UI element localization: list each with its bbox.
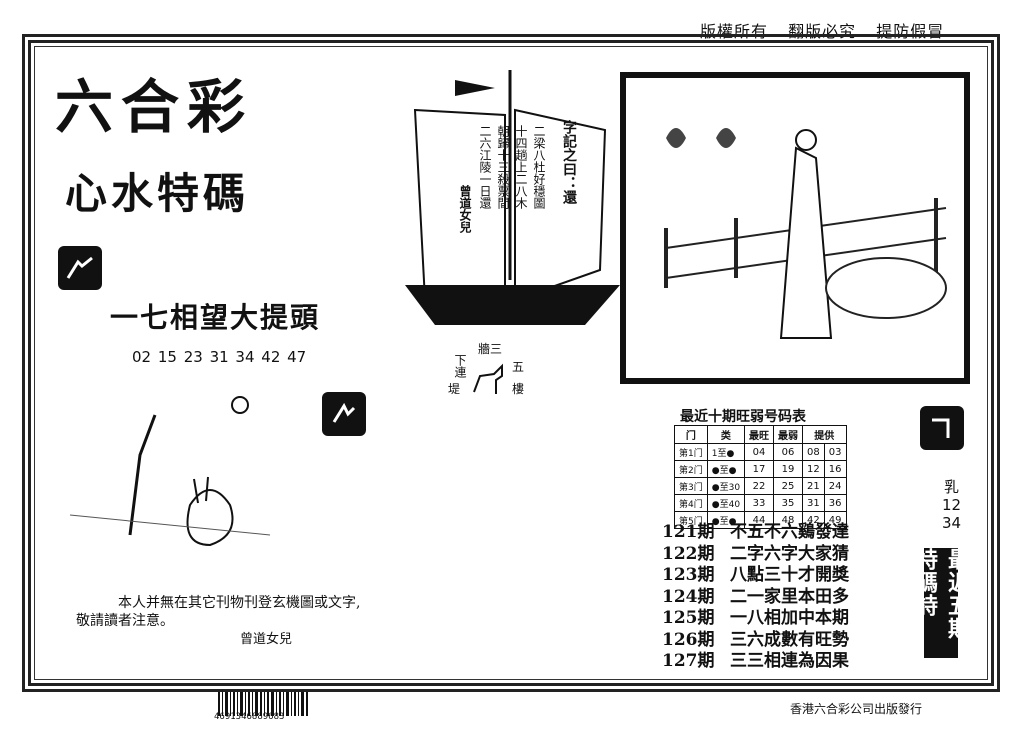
hot-cell: 33 (744, 494, 775, 512)
prediction-row: 127期三三相連為因果 (662, 651, 849, 673)
table-row: 第3门 ●至30 22 25 21 24 (674, 477, 847, 495)
outer-border (22, 34, 1000, 692)
ship-illustration (405, 70, 620, 325)
range-cell: ●至● (706, 511, 746, 529)
horse-caption-bl: 堤 (448, 382, 461, 396)
table-row: 第1门 1至● 04 06 08 03 (674, 443, 847, 461)
door-cell: 第3门 (674, 477, 708, 495)
col-pick: 提供 (802, 425, 847, 444)
hot-cell: 17 (744, 460, 775, 478)
poem-signature: 曾道女兒 (458, 185, 472, 233)
poem-line: 二梁八杜好穩圖 (532, 125, 546, 209)
table-title: 最近十期旺弱号码表 (680, 409, 806, 425)
pick-cell: 24 (823, 477, 847, 495)
rabbit-illustration (70, 396, 271, 547)
door-cell: 第4门 (674, 494, 708, 512)
period-label: 123期 (662, 565, 715, 585)
prediction-row: 125期一八相加中本期 (662, 608, 849, 630)
barcode-graphic (218, 692, 308, 716)
side-code-num: 34 (942, 514, 962, 532)
poem-line: 二六江陵一日還 (478, 125, 492, 209)
prediction-row: 126期三六成數有旺勢 (662, 630, 849, 652)
hand-icon (920, 406, 964, 450)
side-code: 乳 12 34 (942, 478, 961, 532)
prediction-text: 二一家里本田多 (730, 586, 849, 607)
prediction-text: 不五不六鷄發達 (730, 522, 849, 542)
horse-caption-left: 下連 (453, 354, 467, 378)
table-row: 第4门 ●至40 33 35 31 36 (674, 494, 847, 512)
side-code-top: 乳 (944, 478, 960, 496)
horse-icon (473, 363, 503, 394)
hand-icon (58, 246, 102, 290)
col-type: 类 (706, 425, 746, 444)
pick-cell: 36 (823, 494, 847, 512)
table-header-row: 门 类 最旺 最弱 提供 (674, 425, 847, 444)
prediction-row: 123期八點三十才開獎 (662, 565, 849, 587)
range-cell: 1至● (706, 443, 746, 461)
prediction-text: 一八相加中本期 (730, 608, 849, 628)
pick-cell: 31 (802, 494, 825, 512)
poem-panel: 字記之曰：還 二梁八杜好穩圖 十四趟上二八木 朝歸十三殺票間 二六江陵一日還 曾… (455, 115, 577, 265)
range-cell: ●至● (706, 460, 746, 478)
period-label: 126期 (662, 629, 715, 650)
door-cell: 第2门 (674, 460, 708, 478)
author-signature: 曾道女兒 (240, 632, 293, 647)
cold-cell: 48 (773, 511, 804, 529)
table-row: 第5门 ●至● 44 48 42 49 (674, 511, 847, 529)
sub-title: 心水特碼 (65, 169, 250, 218)
prediction-list: 121期不五不六鷄發達 122期二字六字大家猜 123期八點三十才開獎 124期… (662, 522, 849, 673)
poem-line: 十四趟上二八木 (514, 125, 528, 209)
poem-line: 朝歸十三殺票間 (496, 125, 510, 209)
pick-cell: 49 (823, 511, 847, 529)
hot-cell: 22 (744, 477, 775, 495)
pick-cell: 21 (802, 477, 825, 495)
prediction-row: 124期二一家里本田多 (662, 587, 849, 609)
cold-cell: 25 (773, 477, 804, 495)
range-cell: ●至30 (706, 477, 746, 495)
hand-icon (322, 392, 366, 436)
prediction-row: 121期不五不六鷄發達 (662, 522, 849, 544)
pick-cell: 08 (802, 443, 825, 461)
pick-cell: 12 (802, 460, 825, 478)
cold-cell: 06 (773, 443, 804, 461)
table-row: 第2门 ●至● 17 19 12 16 (674, 460, 847, 478)
prediction-text: 三三相連為因果 (730, 651, 849, 671)
cold-cell: 35 (773, 494, 804, 512)
horse-caption-br: 樓 (512, 382, 525, 396)
lady-illustration (620, 72, 970, 384)
side-vertical-title: 最近五期特碼詩 (912, 548, 970, 658)
col-hot: 最旺 (744, 425, 775, 444)
horse-caption-top: 牆三 (478, 342, 503, 356)
prediction-text: 二字六字大家猜 (730, 543, 849, 564)
pick-cell: 03 (823, 443, 847, 461)
inner-border (34, 46, 988, 680)
door-cell: 第1门 (674, 443, 708, 461)
number-list: 02 15 23 31 34 42 47 (132, 348, 307, 366)
headline-riddle: 一七相望大提頭 (110, 301, 321, 334)
notice-text: 本人并無在其它刊物刊登玄機圖或文字, 敬請讀者注意。 (76, 594, 360, 630)
poem-title: 字記之曰：還 (561, 120, 577, 204)
prediction-text: 三六成數有旺勢 (730, 629, 849, 650)
cold-cell: 19 (773, 460, 804, 478)
main-title: 六合彩 (55, 73, 254, 141)
period-label: 122期 (662, 543, 715, 564)
col-door: 门 (674, 425, 708, 444)
period-label: 127期 (662, 651, 715, 671)
period-label: 121期 (662, 522, 715, 542)
range-cell: ●至40 (706, 494, 746, 512)
col-cold: 最弱 (773, 425, 804, 444)
period-label: 124期 (662, 586, 715, 607)
notice-line: 本人并無在其它刊物刊登玄機圖或文字, (118, 595, 361, 611)
prediction-text: 八點三十才開獎 (730, 565, 849, 585)
period-label: 125期 (662, 608, 715, 628)
barcode-number: 4691346889683 (214, 712, 285, 722)
side-code-num: 12 (942, 496, 962, 514)
hot-cold-table: 门 类 最旺 最弱 提供 第1门 1至● 04 06 08 03 第2门 ●至●… (674, 425, 847, 529)
prediction-row: 122期二字六字大家猜 (662, 544, 849, 566)
publisher-line: 香港六合彩公司出版發行 (790, 702, 923, 716)
pick-cell: 16 (823, 460, 847, 478)
hot-cell: 04 (744, 443, 775, 461)
horse-caption-right: 五 (512, 360, 525, 374)
notice-line: 敬請讀者注意。 (76, 613, 174, 629)
